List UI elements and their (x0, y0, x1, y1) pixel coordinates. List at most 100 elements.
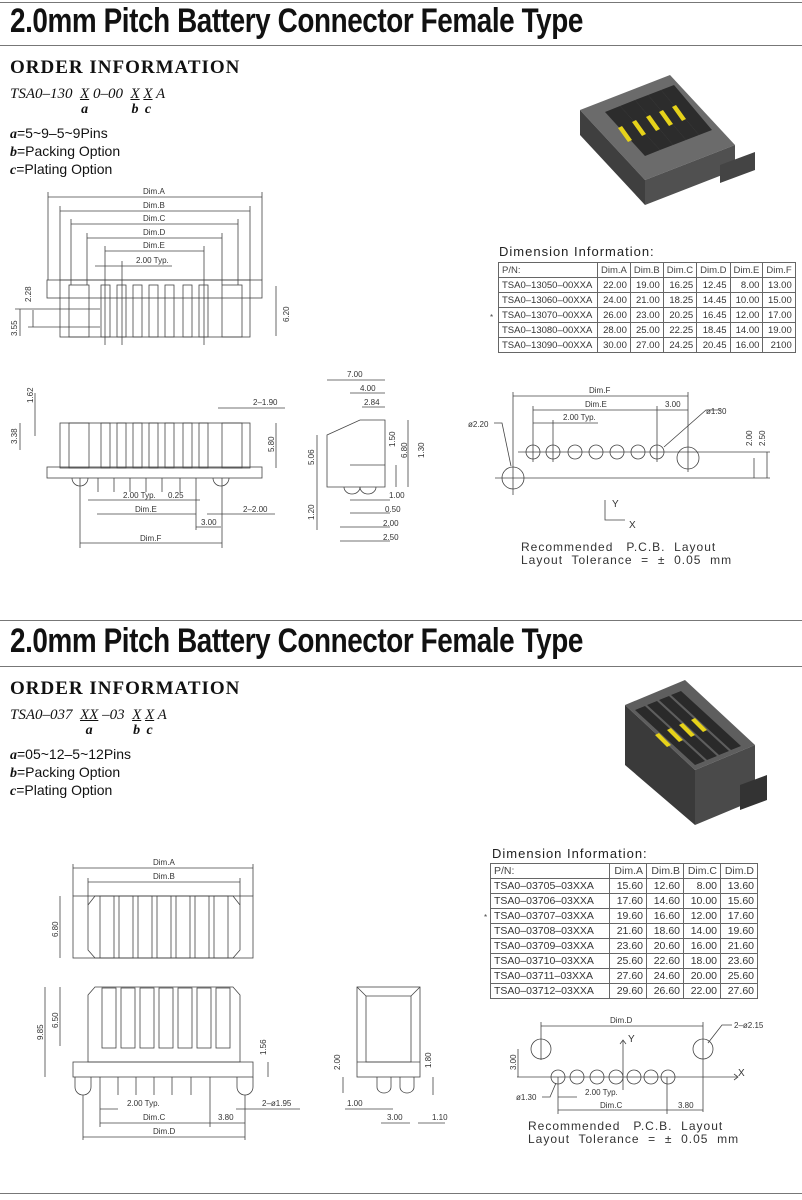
svg-text:0.50: 0.50 (385, 505, 401, 514)
svg-text:Dim.E: Dim.E (135, 505, 157, 514)
svg-text:Dim.F: Dim.F (589, 386, 610, 395)
product-image-connector-2 (625, 680, 767, 825)
svg-text:1.80: 1.80 (424, 1052, 433, 1068)
product-image-connector-1 (580, 75, 755, 205)
svg-text:Dim.E: Dim.E (143, 241, 165, 250)
side-view: 7.00 4.00 2.84 5.06 1.50 6.80 1.30 1.20 … (307, 370, 426, 542)
svg-text:5.06: 5.06 (307, 449, 316, 465)
svg-text:Dim.C: Dim.C (600, 1101, 622, 1110)
dimension-table-title: Dimension Information: (492, 846, 648, 861)
front-view: 1.62 3.38 2–1.90 5.80 2.00 Typ. 0.25 Dim… (10, 387, 285, 548)
svg-text:6.20: 6.20 (282, 306, 291, 322)
svg-text:3.00: 3.00 (509, 1054, 518, 1070)
pcb-layout-1: Dim.F Dim.E 3.00 2.00 Typ. ø2.20 ø1.30 2… (468, 386, 770, 531)
svg-text:1.10: 1.10 (432, 1113, 448, 1122)
order-options: a=5~9–5~9Pins b=Packing Option c=Plating… (10, 125, 120, 179)
svg-text:0.25: 0.25 (168, 491, 184, 500)
svg-text:5.80: 5.80 (267, 436, 276, 452)
svg-text:2–2.00: 2–2.00 (243, 505, 268, 514)
svg-text:Dim.D: Dim.D (153, 1127, 175, 1136)
svg-text:3.00: 3.00 (665, 400, 681, 409)
svg-text:4.00: 4.00 (360, 384, 376, 393)
code-prefix: TSA0–130 (10, 86, 73, 102)
svg-text:2–ø1.95: 2–ø1.95 (262, 1099, 292, 1108)
svg-text:1.00: 1.00 (347, 1099, 363, 1108)
svg-text:3.80: 3.80 (678, 1101, 694, 1110)
svg-text:9.85: 9.85 (36, 1024, 45, 1040)
svg-text:2.00 Typ.: 2.00 Typ. (127, 1099, 160, 1108)
svg-text:1.20: 1.20 (307, 504, 316, 520)
svg-text:2.00 Typ.: 2.00 Typ. (136, 256, 169, 265)
svg-text:Dim.A: Dim.A (153, 858, 175, 867)
svg-text:3.80: 3.80 (218, 1113, 234, 1122)
code-mid: –03 (102, 707, 125, 723)
option-c: c=Plating Option (10, 782, 113, 799)
svg-text:Dim.B: Dim.B (143, 201, 165, 210)
svg-text:3.55: 3.55 (10, 320, 19, 336)
option-a: a=5~9–5~9Pins (10, 125, 108, 142)
svg-text:2.00: 2.00 (383, 519, 399, 528)
svg-text:2.00: 2.00 (333, 1054, 342, 1070)
svg-text:1.50: 1.50 (388, 431, 397, 447)
svg-text:Dim.E: Dim.E (585, 400, 607, 409)
divider (0, 2, 802, 3)
svg-text:ø1.30: ø1.30 (706, 407, 727, 416)
order-information-heading: ORDER INFORMATION (10, 678, 241, 699)
code-prefix: TSA0–037 (10, 707, 73, 723)
svg-text:Dim.B: Dim.B (153, 872, 175, 881)
svg-text:2.00 Typ.: 2.00 Typ. (123, 491, 156, 500)
svg-text:3.00: 3.00 (387, 1113, 403, 1122)
option-c: c=Plating Option (10, 161, 113, 178)
svg-text:ø1.30: ø1.30 (516, 1093, 537, 1102)
top-view: Dim.A Dim.B Dim.C Dim.D Dim.E 2.00 Typ. … (10, 187, 291, 345)
svg-text:2.00 Typ.: 2.00 Typ. (585, 1088, 618, 1097)
side-view: 2.00 1.80 1.00 3.00 1.10 (333, 986, 448, 1124)
svg-text:2.50: 2.50 (758, 430, 767, 446)
svg-text:1.62: 1.62 (26, 387, 35, 403)
svg-text:3.00: 3.00 (201, 518, 217, 527)
svg-text:2.00 Typ.: 2.00 Typ. (563, 413, 596, 422)
order-information-heading: ORDER INFORMATION (10, 57, 241, 78)
recommended-marker: * (490, 313, 494, 322)
divider (0, 666, 802, 667)
top-view: Dim.A Dim.B 6.80 (51, 858, 254, 959)
svg-text:Dim.C: Dim.C (143, 214, 165, 223)
svg-text:2–ø2.15: 2–ø2.15 (734, 1021, 764, 1030)
order-options: a=05~12–5~12Pins b=Packing Option c=Plat… (10, 746, 131, 800)
divider (0, 45, 802, 46)
svg-text:3.38: 3.38 (10, 428, 19, 444)
code-suffix: A (157, 707, 167, 723)
svg-text:2.00: 2.00 (745, 430, 754, 446)
svg-text:1.00: 1.00 (389, 491, 405, 500)
svg-text:Dim.F: Dim.F (140, 534, 161, 543)
svg-text:2.84: 2.84 (364, 398, 380, 407)
option-b: b=Packing Option (10, 764, 121, 781)
dimension-table-title: Dimension Information: (499, 244, 655, 259)
svg-text:X: X (629, 520, 636, 531)
svg-text:Y: Y (628, 1034, 635, 1045)
svg-text:Dim.D: Dim.D (143, 228, 165, 237)
svg-text:Y: Y (612, 499, 619, 510)
svg-text:Dim.D: Dim.D (610, 1016, 632, 1025)
svg-text:7.00: 7.00 (347, 370, 363, 379)
technical-drawing-1: Dim.A Dim.B Dim.C Dim.D Dim.E 2.00 Typ. … (10, 187, 770, 548)
